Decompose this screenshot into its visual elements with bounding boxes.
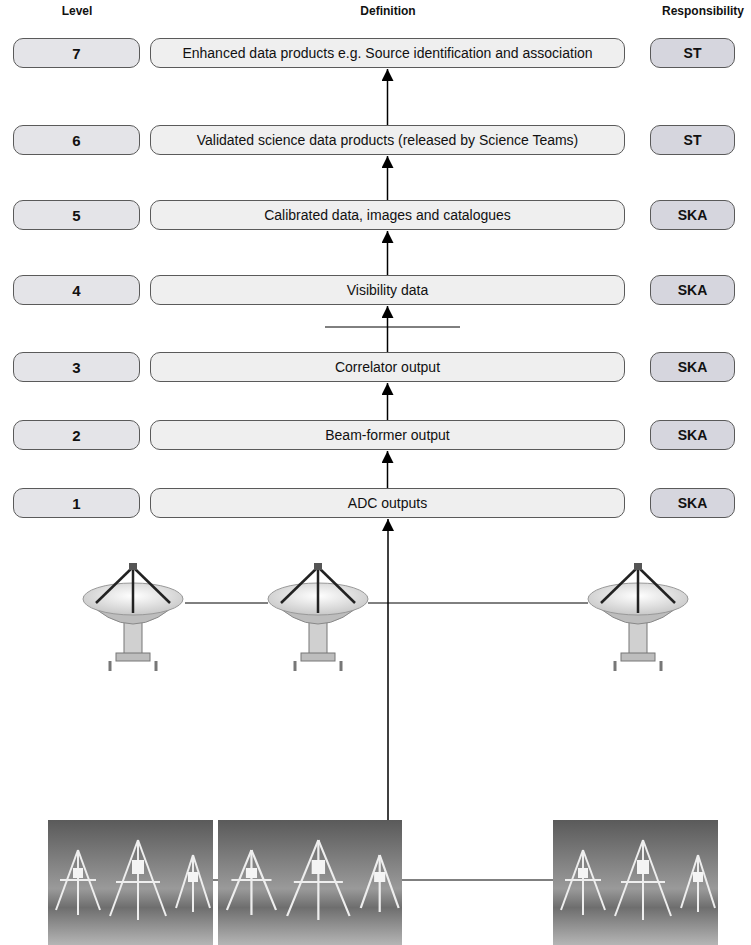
flow-arrow	[387, 69, 389, 125]
definition-box: Calibrated data, images and catalogues	[150, 200, 625, 230]
wire	[185, 603, 268, 604]
responsibility-box: SKA	[650, 275, 735, 305]
level-box: 1	[13, 488, 140, 518]
box-label: Visibility data	[347, 283, 428, 298]
aperture-array-photo	[218, 820, 402, 945]
flow-arrow	[387, 156, 389, 200]
level-box: 3	[13, 352, 140, 382]
box-label: Correlator output	[335, 360, 440, 375]
level-box: 5	[13, 200, 140, 230]
definition-box: ADC outputs	[150, 488, 625, 518]
responsibility-box: SKA	[650, 200, 735, 230]
box-label: 7	[72, 46, 80, 61]
dish-antenna	[268, 563, 368, 671]
definition-box: Validated science data products (release…	[150, 125, 625, 155]
box-label: ADC outputs	[348, 496, 427, 511]
box-label: SKA	[678, 428, 708, 443]
column-header: Definition	[320, 4, 456, 18]
aperture-array-photo	[48, 820, 213, 945]
aperture-array-photo	[553, 820, 718, 945]
definition-box: Visibility data	[150, 275, 625, 305]
flow-arrow	[387, 451, 389, 488]
box-label: Beam-former output	[325, 428, 450, 443]
column-header: Responsibility	[652, 4, 744, 18]
column-header: Level	[40, 4, 114, 18]
responsibility-box: ST	[650, 38, 735, 68]
box-label: Enhanced data products e.g. Source ident…	[182, 46, 592, 61]
box-label: 3	[72, 360, 80, 375]
definition-box: Enhanced data products e.g. Source ident…	[150, 38, 625, 68]
wire	[402, 880, 553, 881]
level-box: 2	[13, 420, 140, 450]
box-label: ST	[684, 133, 702, 148]
responsibility-box: SKA	[650, 420, 735, 450]
box-label: Calibrated data, images and catalogues	[264, 208, 511, 223]
box-label: 2	[72, 428, 80, 443]
box-label: SKA	[678, 283, 708, 298]
wire	[368, 603, 588, 604]
box-label: SKA	[678, 360, 708, 375]
box-label: 6	[72, 133, 80, 148]
dish-antenna	[83, 563, 183, 671]
definition-box: Beam-former output	[150, 420, 625, 450]
flow-arrow	[387, 231, 389, 275]
box-label: 1	[72, 496, 80, 511]
level-box: 7	[13, 38, 140, 68]
bracket-line	[325, 327, 460, 328]
box-label: SKA	[678, 208, 708, 223]
box-label: ST	[684, 46, 702, 61]
flow-arrow	[387, 306, 389, 352]
flow-arrow	[387, 383, 389, 420]
dish-antenna	[588, 563, 688, 671]
signal-arrow	[387, 519, 389, 820]
box-label: SKA	[678, 496, 708, 511]
definition-box: Correlator output	[150, 352, 625, 382]
responsibility-box: ST	[650, 125, 735, 155]
box-label: 4	[72, 283, 80, 298]
responsibility-box: SKA	[650, 352, 735, 382]
box-label: Validated science data products (release…	[197, 133, 579, 148]
level-box: 6	[13, 125, 140, 155]
responsibility-box: SKA	[650, 488, 735, 518]
box-label: 5	[72, 208, 80, 223]
wire	[213, 880, 218, 881]
level-box: 4	[13, 275, 140, 305]
